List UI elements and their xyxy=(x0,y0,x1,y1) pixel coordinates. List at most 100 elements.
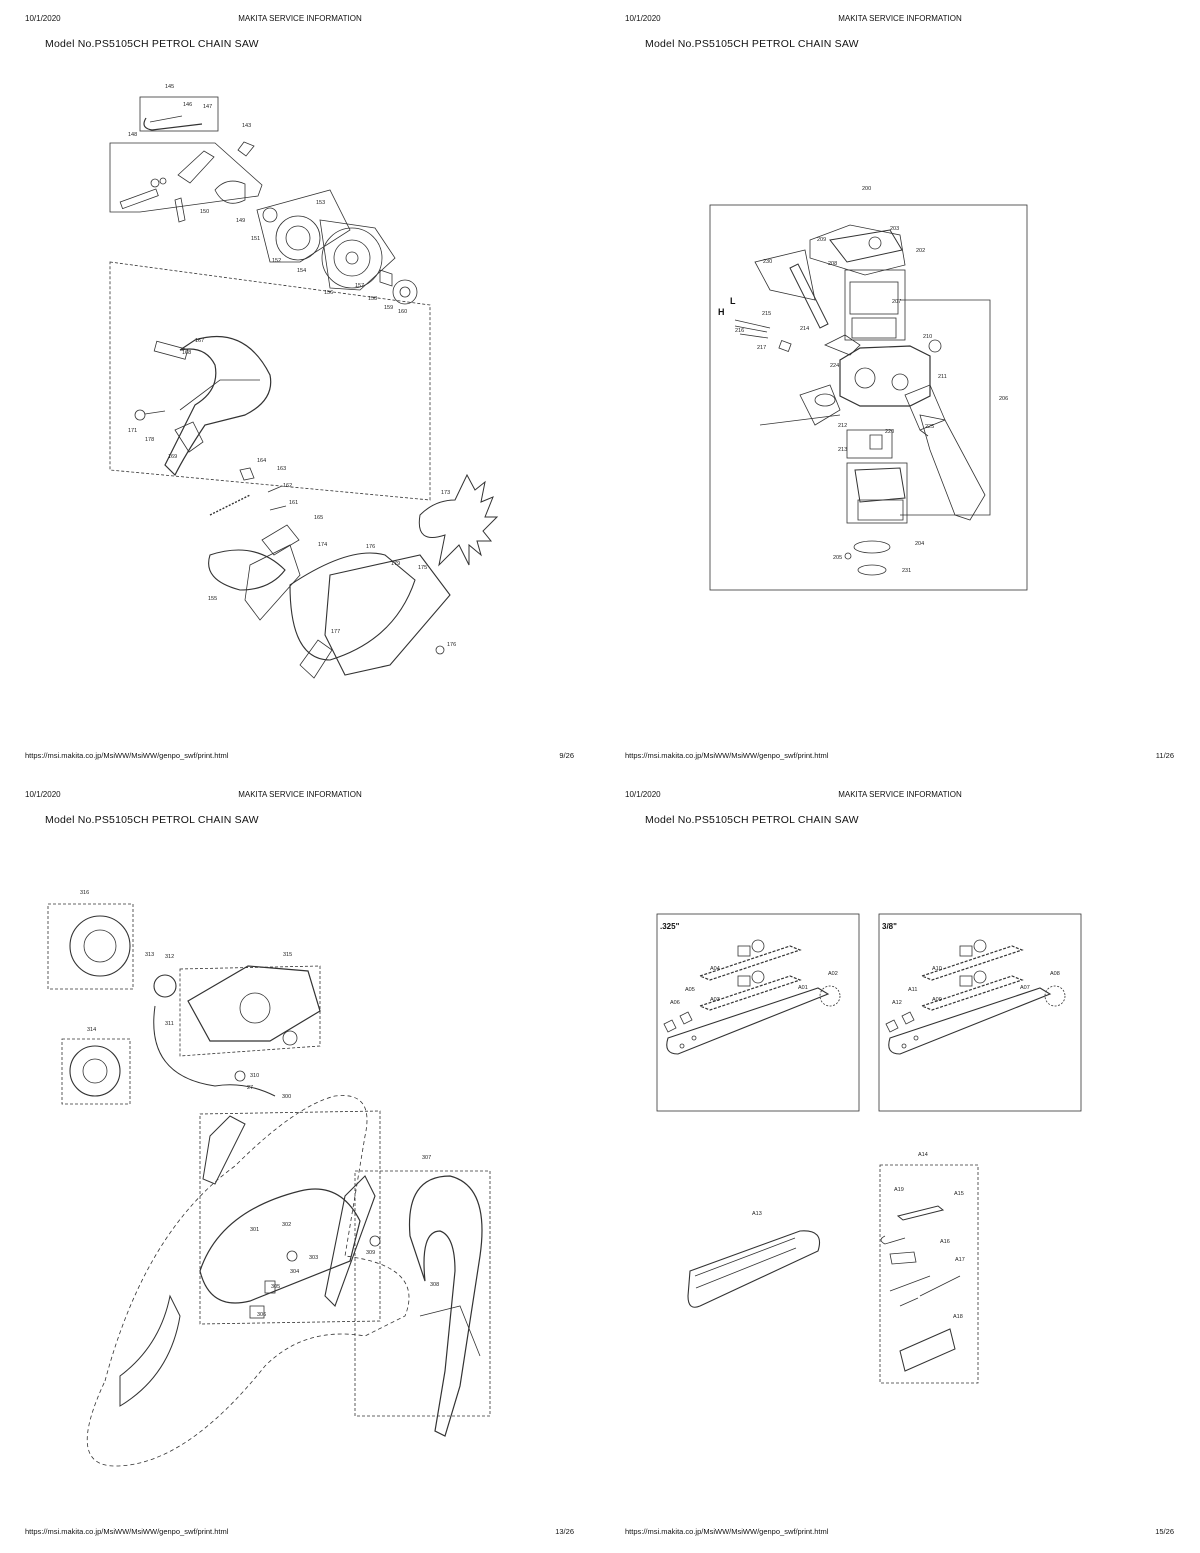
svg-text:212: 212 xyxy=(838,423,847,429)
svg-text:A04: A04 xyxy=(710,966,720,972)
svg-text:210: 210 xyxy=(923,334,932,340)
print-date: 10/1/2020 xyxy=(25,790,61,799)
svg-text:147: 147 xyxy=(203,104,212,110)
svg-text:167: 167 xyxy=(195,338,204,344)
svg-text:27: 27 xyxy=(247,1085,253,1091)
svg-text:308: 308 xyxy=(430,1282,439,1288)
svg-text:168: 168 xyxy=(182,350,191,356)
svg-text:305: 305 xyxy=(271,1284,280,1290)
svg-text:213: 213 xyxy=(838,447,847,453)
svg-text:173: 173 xyxy=(441,490,450,496)
svg-text:209: 209 xyxy=(817,237,826,243)
header-title: MAKITA SERVICE INFORMATION xyxy=(238,14,362,23)
svg-text:176: 176 xyxy=(447,642,456,648)
svg-text:315: 315 xyxy=(283,952,292,958)
model-title: Model No.PS5105CH PETROL CHAIN SAW xyxy=(645,38,859,50)
svg-text:154: 154 xyxy=(297,268,306,274)
svg-text:H: H xyxy=(718,307,725,317)
pitch-label-38: 3/8" xyxy=(882,922,897,931)
svg-text:A11: A11 xyxy=(908,987,917,993)
svg-text:A02: A02 xyxy=(828,971,838,977)
svg-text:200: 200 xyxy=(862,186,871,192)
svg-text:202: 202 xyxy=(916,248,925,254)
svg-text:155: 155 xyxy=(208,596,217,602)
svg-text:A15: A15 xyxy=(954,1191,964,1197)
svg-text:A06: A06 xyxy=(670,1000,680,1006)
svg-text:160: 160 xyxy=(398,309,407,315)
page-number: 15/26 xyxy=(1155,1527,1174,1536)
svg-text:151: 151 xyxy=(251,236,260,242)
svg-text:171: 171 xyxy=(128,428,137,434)
svg-text:211: 211 xyxy=(938,374,947,380)
svg-text:208: 208 xyxy=(828,261,837,267)
svg-text:148: 148 xyxy=(128,132,137,138)
svg-text:302: 302 xyxy=(282,1222,291,1228)
svg-text:165: 165 xyxy=(314,515,323,521)
svg-text:169: 169 xyxy=(168,454,177,460)
svg-text:204: 204 xyxy=(915,541,924,547)
print-date: 10/1/2020 xyxy=(625,14,661,23)
page-number: 13/26 xyxy=(555,1527,574,1536)
page-sheet-13: 10/1/2020 MAKITA SERVICE INFORMATION Mod… xyxy=(0,776,600,1552)
footer-url[interactable]: https://msi.makita.co.jp/MsiWW/MsiWW/gen… xyxy=(625,1527,829,1536)
svg-text:A08: A08 xyxy=(1050,971,1060,977)
svg-text:152: 152 xyxy=(272,258,281,264)
svg-text:313: 313 xyxy=(145,952,154,958)
svg-text:163: 163 xyxy=(277,466,286,472)
svg-text:A17: A17 xyxy=(955,1257,965,1263)
page-sheet-11: 10/1/2020 MAKITA SERVICE INFORMATION Mod… xyxy=(600,0,1200,776)
svg-text:164: 164 xyxy=(257,458,266,464)
svg-text:205: 205 xyxy=(833,555,842,561)
svg-text:206: 206 xyxy=(999,396,1008,402)
svg-text:162: 162 xyxy=(283,483,292,489)
svg-text:306: 306 xyxy=(257,1312,266,1318)
model-title: Model No.PS5105CH PETROL CHAIN SAW xyxy=(45,814,259,826)
svg-text:214: 214 xyxy=(800,326,809,332)
svg-text:A13: A13 xyxy=(752,1211,762,1217)
svg-text:145: 145 xyxy=(165,84,174,90)
svg-text:158: 158 xyxy=(368,296,377,302)
header-title: MAKITA SERVICE INFORMATION xyxy=(238,790,362,799)
svg-text:175: 175 xyxy=(418,565,427,571)
svg-text:314: 314 xyxy=(87,1027,96,1033)
svg-text:A19: A19 xyxy=(894,1187,904,1193)
svg-text:177: 177 xyxy=(331,629,340,635)
svg-text:316: 316 xyxy=(80,890,89,896)
svg-text:207: 207 xyxy=(892,299,901,305)
svg-text:A12: A12 xyxy=(892,1000,902,1006)
svg-text:312: 312 xyxy=(165,954,174,960)
svg-text:217: 217 xyxy=(757,345,766,351)
pitch-label-325: .325" xyxy=(660,922,680,931)
footer-url[interactable]: https://msi.makita.co.jp/MsiWW/MsiWW/gen… xyxy=(25,751,229,760)
svg-text:A16: A16 xyxy=(940,1239,950,1245)
svg-text:216: 216 xyxy=(735,328,744,334)
svg-text:157: 157 xyxy=(355,283,364,289)
page-sheet-15: 10/1/2020 MAKITA SERVICE INFORMATION Mod… xyxy=(600,776,1200,1552)
svg-text:224: 224 xyxy=(830,363,839,369)
model-title: Model No.PS5105CH PETROL CHAIN SAW xyxy=(645,814,859,826)
svg-text:A14: A14 xyxy=(918,1152,928,1158)
page-sheet-9: 10/1/2020 MAKITA SERVICE INFORMATION Mod… xyxy=(0,0,600,776)
svg-text:L: L xyxy=(730,296,736,306)
svg-text:307: 307 xyxy=(422,1155,431,1161)
footer-url[interactable]: https://msi.makita.co.jp/MsiWW/MsiWW/gen… xyxy=(25,1527,229,1536)
svg-text:156: 156 xyxy=(324,290,333,296)
svg-text:220: 220 xyxy=(885,429,894,435)
svg-text:311: 311 xyxy=(165,1021,174,1027)
svg-text:A09: A09 xyxy=(932,997,942,1003)
svg-text:150: 150 xyxy=(200,209,209,215)
print-date: 10/1/2020 xyxy=(625,790,661,799)
svg-text:149: 149 xyxy=(236,218,245,224)
svg-text:153: 153 xyxy=(316,200,325,206)
svg-text:159: 159 xyxy=(384,305,393,311)
page-number: 11/26 xyxy=(1155,751,1174,760)
header-title: MAKITA SERVICE INFORMATION xyxy=(838,14,962,23)
footer-url[interactable]: https://msi.makita.co.jp/MsiWW/MsiWW/gen… xyxy=(625,751,829,760)
svg-text:A03: A03 xyxy=(710,997,720,1003)
svg-text:161: 161 xyxy=(289,500,298,506)
svg-text:A05: A05 xyxy=(685,987,695,993)
